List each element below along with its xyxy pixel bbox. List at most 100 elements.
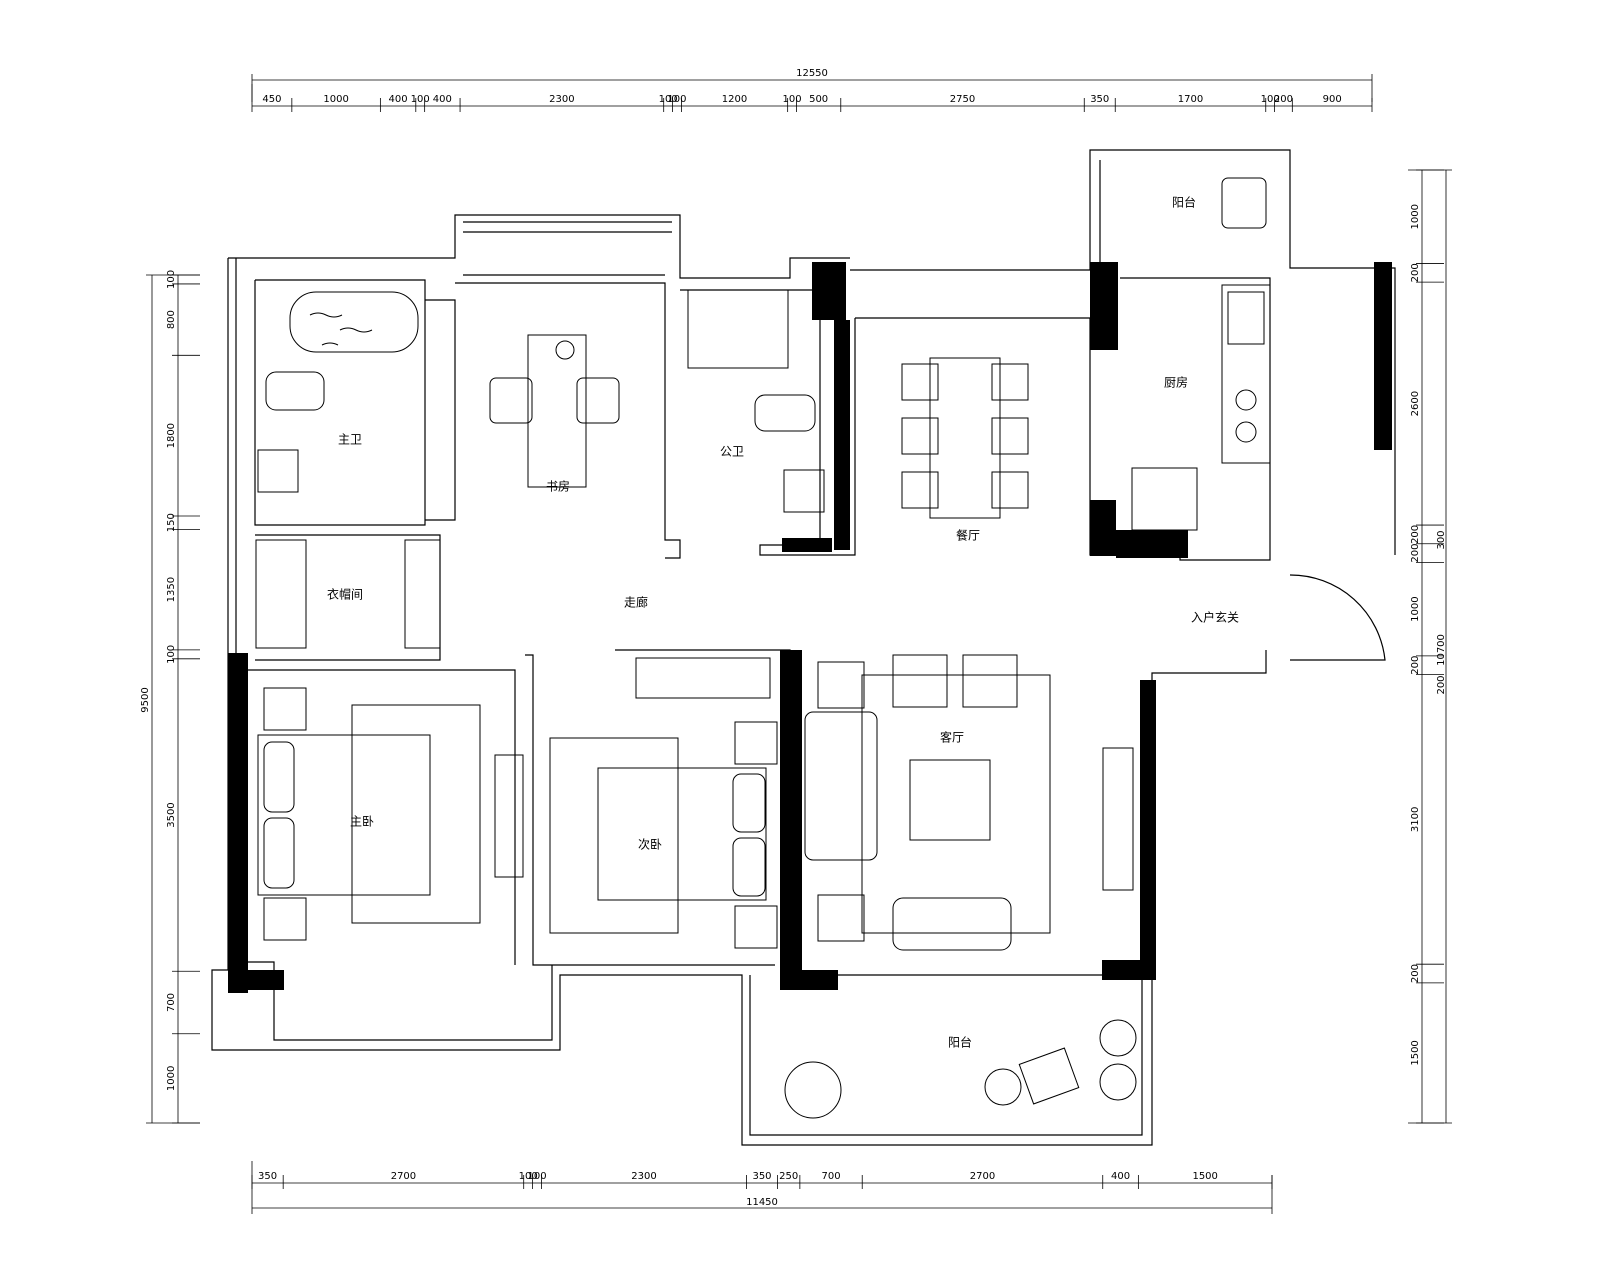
kitchen-counter: [1221, 284, 1271, 464]
dimension-label: 2750: [950, 94, 975, 105]
room-label-dining: 餐厅: [956, 528, 980, 543]
armchair: [962, 654, 1018, 708]
dimension-label: 3500: [166, 802, 177, 827]
wall-block: [780, 650, 802, 990]
closet-side: [425, 299, 456, 521]
outer-wall: [211, 258, 1267, 1146]
dining-chair: [901, 363, 939, 401]
dimension-label: 400: [389, 94, 408, 105]
dimension-label: 250: [779, 1171, 798, 1182]
dimension-layer: [146, 74, 1452, 1214]
dimension-label: 700: [821, 1171, 840, 1182]
dimension-label: 100: [659, 94, 678, 105]
dimension-label: 2700: [970, 1171, 995, 1182]
balcony-bottom-walls: [749, 975, 1143, 1136]
dimension-label: 150: [166, 513, 177, 532]
dimension-label: 200: [1436, 675, 1447, 694]
wall-block: [834, 320, 850, 550]
dimension-label: 800: [166, 310, 177, 329]
sink: [783, 469, 825, 513]
dimension-label: 100: [1261, 94, 1280, 105]
toilet: [265, 371, 325, 411]
rug: [351, 704, 481, 924]
nightstand: [734, 905, 778, 949]
room-label-entrance: 入户玄关: [1191, 610, 1239, 625]
room-label-corridor: 走廊: [624, 595, 648, 610]
second-bed: [597, 767, 767, 901]
dimension-label: 500: [809, 94, 828, 105]
wall-block: [1140, 680, 1156, 980]
closet-rack: [255, 539, 307, 649]
washer: [1221, 177, 1267, 229]
chair: [576, 377, 620, 424]
dimension-label: 3100: [1410, 807, 1421, 832]
closet-rack: [404, 539, 441, 649]
stove: [1235, 389, 1257, 411]
dimension-label: 1500: [1410, 1040, 1421, 1065]
pillow: [263, 817, 295, 889]
dimension-label: 100: [783, 94, 802, 105]
kitchen-sink: [1227, 291, 1265, 345]
toilet: [754, 394, 816, 432]
dining-chair: [901, 471, 939, 509]
room-label-second-bedroom: 次卧: [638, 838, 662, 852]
dimension-label: 12550: [796, 68, 828, 79]
lamp: [555, 340, 575, 360]
wall-block: [812, 262, 846, 320]
side-table: [817, 661, 865, 709]
dining-chair: [991, 363, 1029, 401]
dimension-label: 10700: [1436, 634, 1447, 666]
master-bed: [257, 734, 431, 896]
armchair: [892, 654, 948, 708]
dimension-label: 100: [667, 94, 686, 105]
dimension-label: 200: [1410, 544, 1421, 563]
dimension-label: 1350: [166, 577, 177, 602]
dining-chair: [991, 417, 1029, 455]
closet-rack: [635, 657, 771, 699]
dimension-label: 1200: [722, 94, 747, 105]
dimension-label: 1000: [323, 94, 348, 105]
public-bath-walls: [680, 289, 856, 556]
dimension-label: 100: [166, 645, 177, 664]
wall-block: [228, 653, 248, 993]
second-bedroom-walls: [615, 649, 791, 975]
wall-block: [248, 970, 284, 990]
dimension-label: 350: [752, 1171, 771, 1182]
solid-walls-layer: [228, 262, 1392, 993]
wall-block: [1090, 262, 1118, 350]
dimension-label: 400: [1111, 1171, 1130, 1182]
room-label-public-bath: 公卫: [720, 445, 744, 459]
entrance-door-arc: [1289, 574, 1386, 661]
wall-block: [1090, 500, 1116, 556]
room-label-master-bath: 主卫: [338, 433, 362, 447]
chair: [489, 377, 533, 424]
pillow: [263, 741, 295, 813]
sink: [257, 449, 299, 493]
side-table: [817, 894, 865, 942]
dimension-label: 100: [411, 94, 430, 105]
study-walls: [455, 282, 681, 559]
room-label-living: 客厅: [940, 730, 964, 745]
wall-block: [1374, 262, 1392, 450]
master-bath-walls: [254, 279, 426, 526]
dimension-label: 9500: [140, 687, 151, 712]
dimension-label: 200: [1410, 525, 1421, 544]
lounge-chair: [1018, 1047, 1080, 1105]
pillow: [732, 773, 766, 833]
dimension-label: 2300: [549, 94, 574, 105]
dimension-label: 100: [519, 1171, 538, 1182]
dimension-label: 2700: [391, 1171, 416, 1182]
dimension-label: 1800: [166, 423, 177, 448]
dimension-label: 1500: [1192, 1171, 1217, 1182]
plant: [1099, 1063, 1137, 1101]
room-label-master-bedroom: 主卧: [350, 815, 374, 829]
plant: [784, 1061, 842, 1119]
wall-block: [802, 970, 838, 990]
dimension-label: 11450: [746, 1197, 778, 1208]
plant: [1099, 1019, 1137, 1057]
room-labels: 主卫 书房 公卫 餐厅 阳台 厨房 入户玄关 走廊 衣帽间 主卧 次卧 客厅 阳…: [327, 195, 1239, 1050]
stove: [1235, 421, 1257, 443]
dimension-label: 700: [166, 993, 177, 1012]
master-bedroom-walls: [236, 669, 516, 965]
